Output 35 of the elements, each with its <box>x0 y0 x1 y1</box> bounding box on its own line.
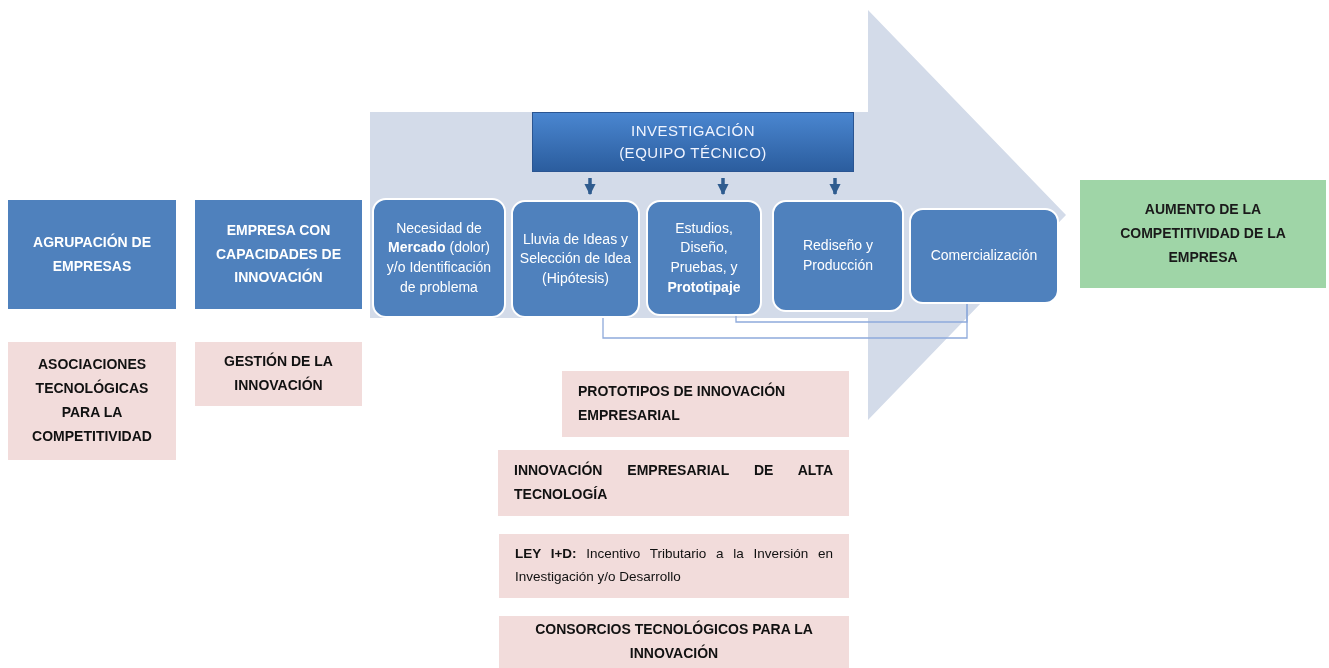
box-text: EMPRESA CON CAPACIDADES DE INNOVACIÓN <box>215 220 342 288</box>
box-text: ASOCIACIONES TECNOLÓGICAS PARA LA COMPETITIVIDAD <box>31 355 153 446</box>
box-text: CONSORCIOS TECNOLÓGICOS PARA LA INNOVACIÓN <box>534 619 814 663</box>
box-text: AGRUPACIÓN DE EMPRESAS <box>32 232 152 276</box>
box-text: Rediseño y Producción <box>801 236 874 275</box>
arrow <box>584 178 596 196</box>
process-box <box>511 200 640 318</box>
box-text: AUMENTO DE LA COMPETITIVIDAD DE LA EMPRESA <box>1119 200 1287 267</box>
box-text: Comercialización <box>930 246 1038 266</box>
box-text: GESTIÓN DE LA INNOVACIÓN <box>223 351 334 395</box>
box-text: INNOVACIÓN EMPRESARIAL DE ALTA TECNOLOGÍA <box>514 460 833 504</box>
connector-line <box>735 303 968 323</box>
program-box <box>562 371 849 437</box>
large-arrow-shape <box>370 10 1066 420</box>
arrow <box>717 178 729 196</box>
box-text: INVESTIGACIÓN (EQUIPO TÉCNICO) <box>618 120 768 163</box>
box-text: Necesidad de Mercado (dolor) y/o Identificación de problema <box>385 218 493 297</box>
program-box <box>498 450 849 516</box>
result-box <box>1080 180 1326 288</box>
box-text: PROTOTIPOS DE INNOVACIÓN EMPRESARIAL <box>578 381 787 425</box>
process-box <box>8 200 176 309</box>
box-text: Lluvia de Ideas y Selección de Idea (Hipótesis) <box>518 229 633 288</box>
process-box <box>372 198 506 318</box>
program-box <box>195 342 362 406</box>
box-text: Estudios, Diseño, Pruebas, y Prototipaje <box>666 218 742 297</box>
box-text: LEY I+D: Incentivo Tributario a la Inversión en Investigación y/o Desarrollo <box>515 545 833 586</box>
process-box <box>772 200 904 312</box>
arrow <box>829 178 841 196</box>
header-box <box>532 112 854 172</box>
program-box <box>499 534 849 598</box>
process-box <box>646 200 762 316</box>
process-box <box>195 200 362 309</box>
process-box <box>909 208 1059 304</box>
program-box <box>499 616 849 668</box>
program-box <box>8 342 176 460</box>
